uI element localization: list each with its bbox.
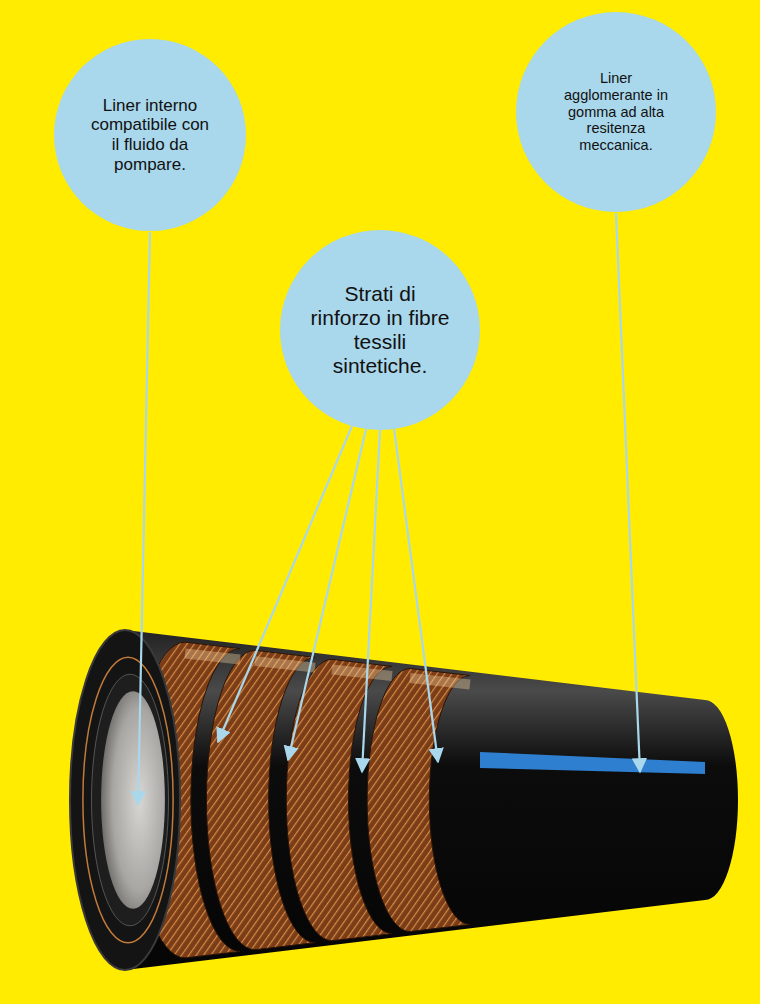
hose-bore xyxy=(101,691,165,909)
blue-stripe xyxy=(480,752,705,774)
callout-text: Liner interno compatibile con il fluido … xyxy=(85,96,215,174)
callout-text: Strati di rinforzo in fibre tessili sint… xyxy=(310,282,450,379)
leader-line xyxy=(616,213,640,772)
layer-highlight xyxy=(255,661,315,668)
callout-circle: Strati di rinforzo in fibre tessili sint… xyxy=(280,230,480,430)
leader-line xyxy=(288,429,366,760)
leader-line xyxy=(362,430,380,772)
layer-highlight xyxy=(332,669,392,676)
callout-text: Liner agglomerante in gomma ad alta resi… xyxy=(556,70,676,153)
leader-line xyxy=(218,426,352,742)
layer-highlight xyxy=(410,678,470,685)
leader-line xyxy=(138,232,150,805)
callout-circle: Liner interno compatibile con il fluido … xyxy=(54,39,246,231)
hose-end-face xyxy=(70,630,180,970)
reinforcement-ring xyxy=(83,657,173,943)
leader-line xyxy=(394,428,438,762)
reinforcement-layer xyxy=(367,668,470,931)
callout-circle: Liner agglomerante in gomma ad alta resi… xyxy=(516,12,716,212)
hose-body xyxy=(70,630,738,970)
layer-highlight xyxy=(185,654,240,660)
inner-liner xyxy=(92,674,169,926)
